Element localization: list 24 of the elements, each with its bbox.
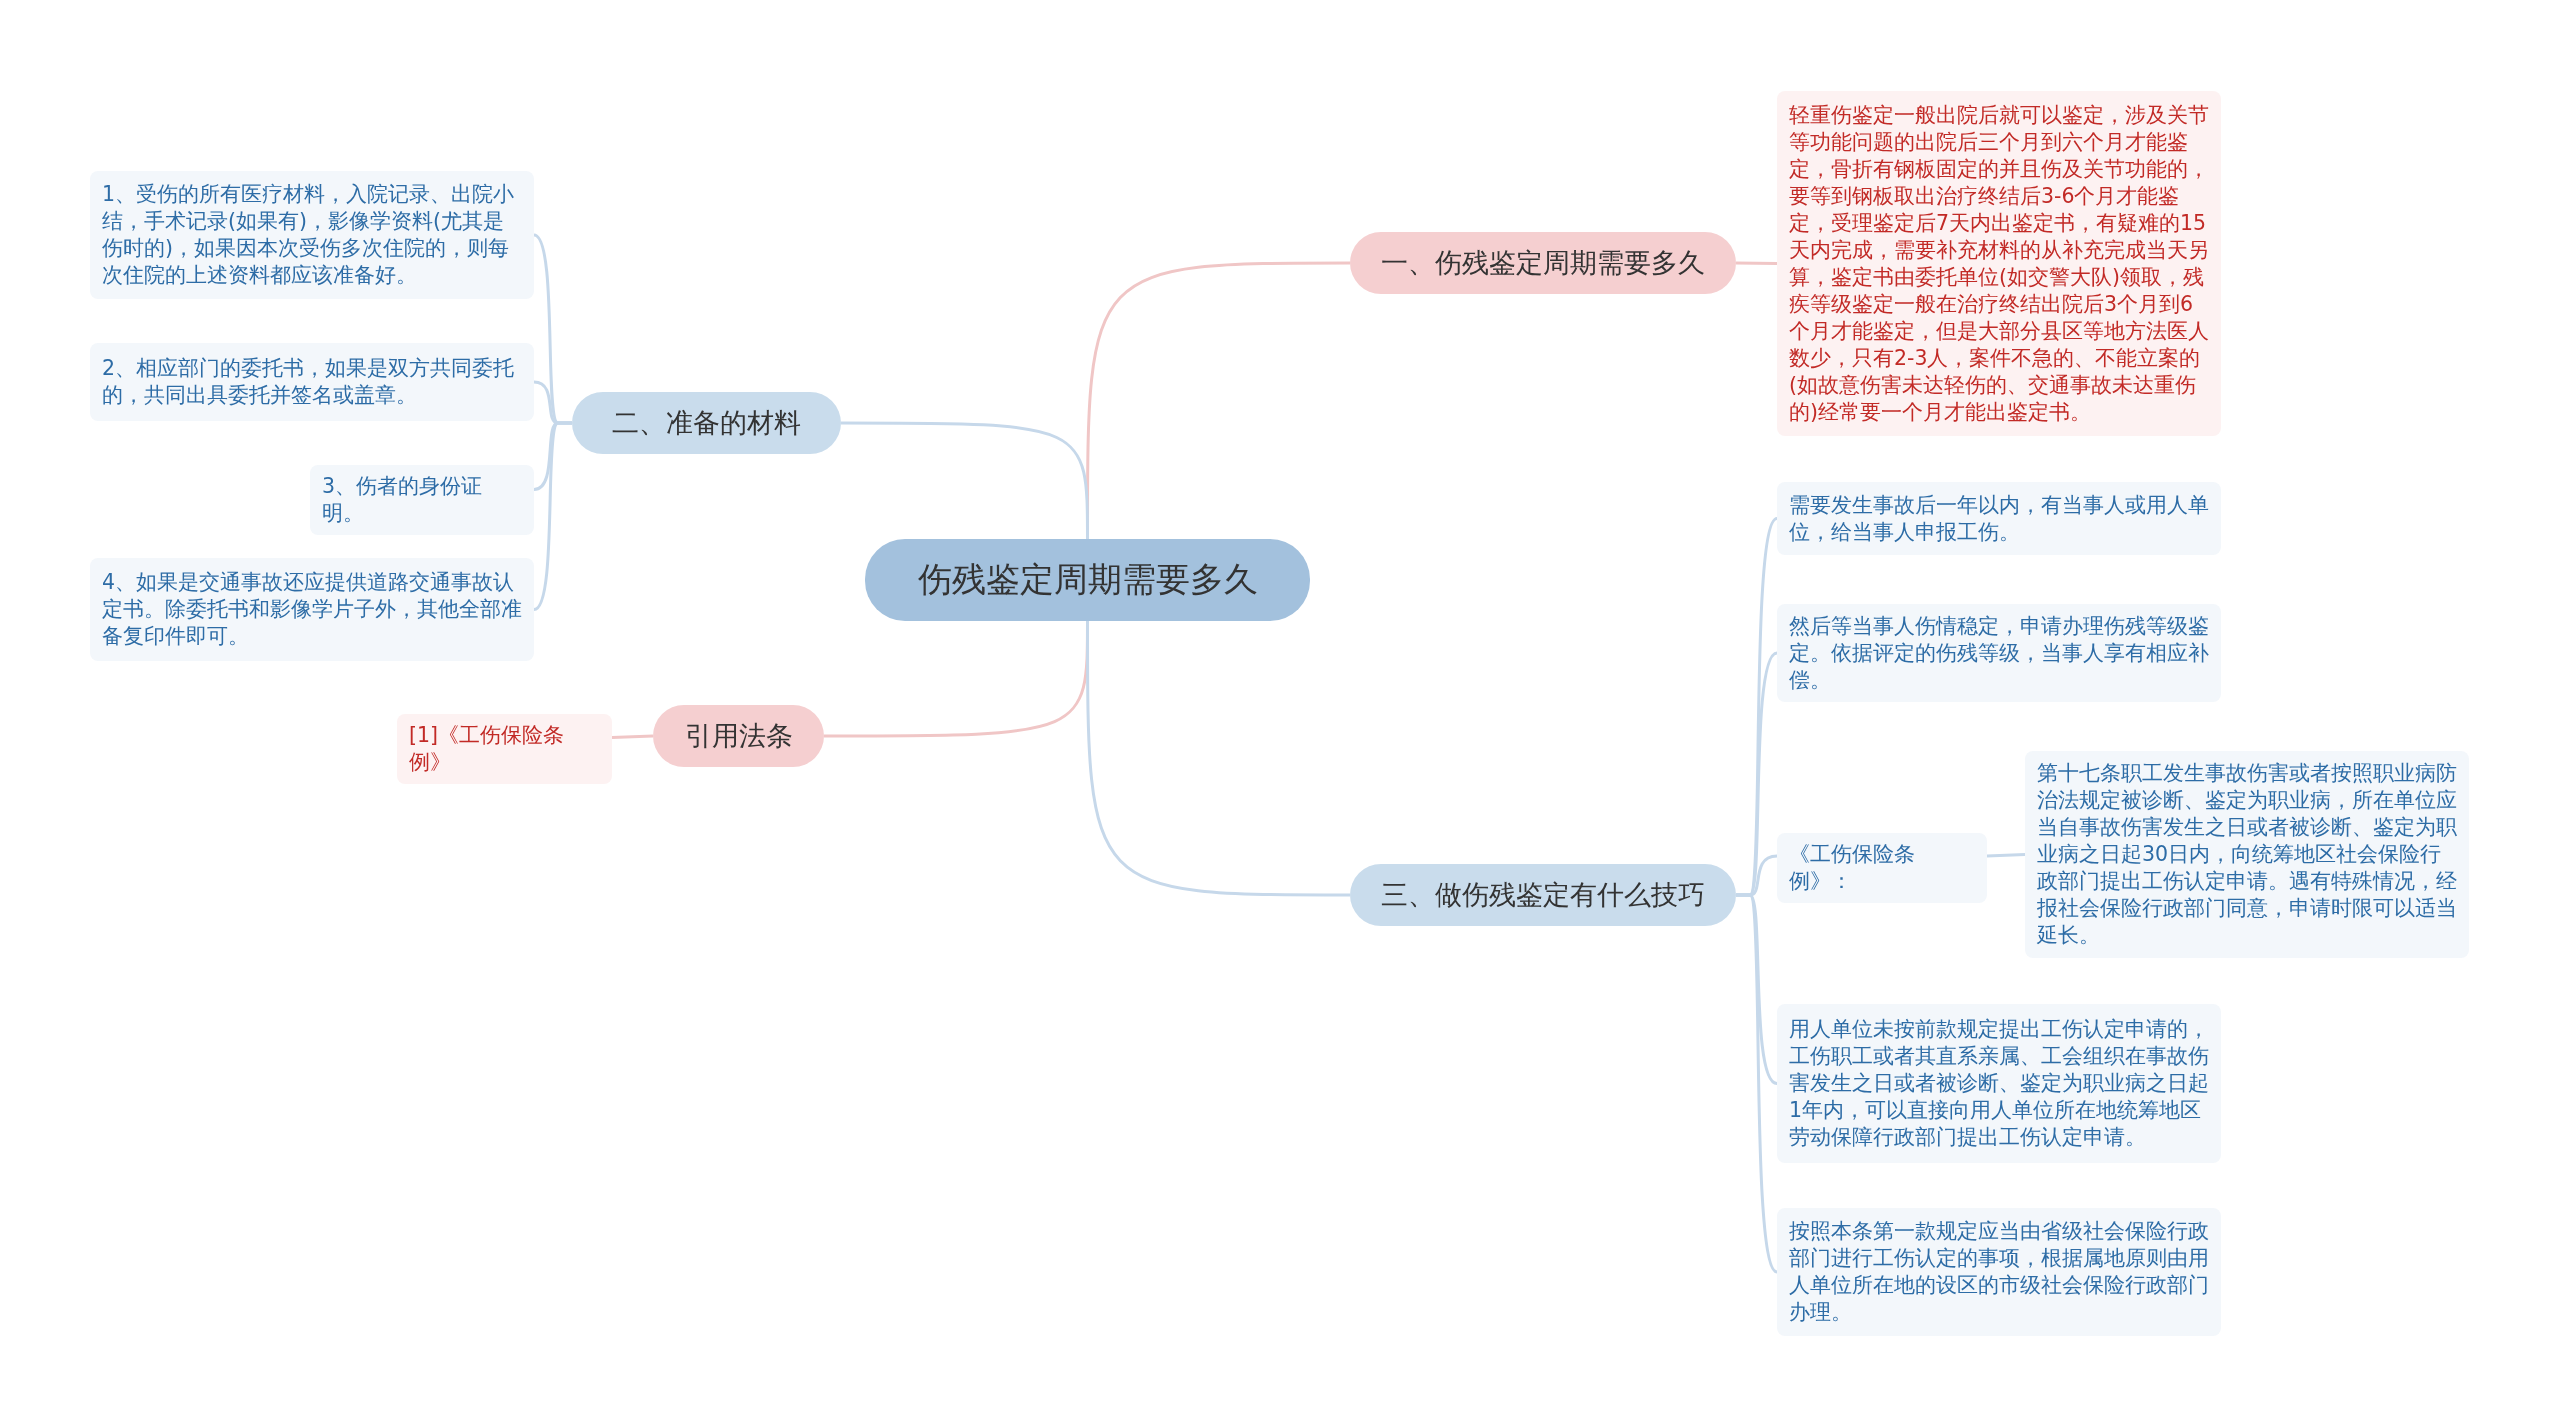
text-card: 轻重伤鉴定一般出院后就可以鉴定，涉及关节等功能问题的出院后三个月到六个月才能鉴定，骨折有钢板固定的并且伤及关节功能的，要等到钢板取出治疗终结后3-6个月才能鉴定，受理鉴定后7天内出鉴定书，有疑难的15天内完成，需要补充材料的从补充完成当天另算，鉴定书由委托单位(如交警大队)领取，残疾等级鉴定一般在治疗终结出院后3个月到6个月才能鉴定，但是大部分县区等地方法医人数少，只有2-3人，案件不急的、不能立案的(如故意伤害未达轻伤的、交通事故未达重伤的)经常要一个月才能出鉴定书。: [1777, 91, 2221, 436]
connector-line: [1735, 261, 1778, 265]
text-card: 需要发生事故后一年以内，有当事人或用人单位，给当事人申报工伤。: [1777, 482, 2221, 555]
text-card: 《工伤保险条例》：: [1777, 833, 1987, 903]
connector-line: [611, 734, 654, 739]
branch-topic: 三、做伤残鉴定有什么技巧: [1350, 864, 1736, 926]
text-card: [1]《工伤保险条例》: [397, 714, 612, 784]
branch-topic: 二、准备的材料: [572, 392, 841, 454]
text-card: 1、受伤的所有医疗材料，入院记录、出院小结，手术记录(如果有)，影像学资料(尤其是伤时的)，如果因本次受伤多次住院的，则每次住院的上述资料都应该准备好。: [90, 171, 534, 299]
connector-line: [841, 421, 1089, 539]
text-card: 第十七条职工发生事故伤害或者按照职业病防治法规定被诊断、鉴定为职业病，所在单位应当自事故伤害发生之日或者被诊断、鉴定为职业病之日起30日内，向统筹地区社会保险行政部门提出工伤认定申请。遇有特殊情况，经报社会保险行政部门同意，申请时限可以适当延长。: [2025, 751, 2469, 958]
text-card: 按照本条第一款规定应当由省级社会保险行政部门进行工伤认定的事项，根据属地原则由用人单位所在地的设区的市级社会保险行政部门办理。: [1777, 1208, 2221, 1336]
central-topic: 伤残鉴定周期需要多久: [865, 539, 1310, 621]
branch-topic: 一、伤残鉴定周期需要多久: [1350, 232, 1736, 294]
connector-line: [1736, 893, 1779, 1273]
branch-topic: 引用法条: [653, 705, 824, 767]
text-card: 3、伤者的身份证明。: [310, 465, 534, 535]
text-card: 2、相应部门的委托书，如果是双方共同委托的，共同出具委托并签名或盖章。: [90, 343, 534, 421]
connector-line: [1086, 621, 1350, 897]
text-card: 用人单位未按前款规定提出工伤认定申请的，工伤职工或者其直系亲属、工会组织在事故伤害发生之日或者被诊断、鉴定为职业病之日起1年内，可以直接向用人单位所在地统筹地区劳动保障行政部门提出工伤认定申请。: [1777, 1004, 2221, 1163]
connector-line: [533, 421, 572, 611]
connector-line: [1986, 853, 2026, 858]
text-card: 然后等当事人伤情稳定，申请办理伤残等级鉴定。依据评定的伤残等级，当事人享有相应补偿。: [1777, 604, 2221, 702]
text-card: 4、如果是交通事故还应提供道路交通事故认定书。除委托书和影像学片子外，其他全部准备复印件即可。: [90, 558, 534, 661]
